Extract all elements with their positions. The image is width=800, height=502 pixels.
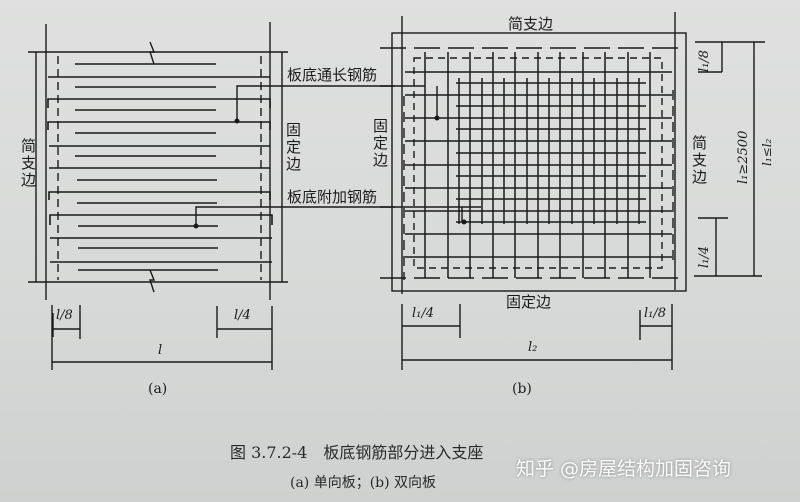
panel-b-right-edge-label: 简支边 <box>690 135 708 186</box>
panel-b-drawing <box>380 12 765 370</box>
panel-b-left-edge-label: 固定边 <box>371 118 389 169</box>
panel-b-dim-right: l₁/8 <box>644 306 667 321</box>
figure-caption: 图 3.7.2-4 板底钢筋部分进入支座 <box>230 443 484 462</box>
panel-b-dim-total: l₂ <box>528 340 538 355</box>
panel-b-bottom-edge-label: 固定边 <box>506 293 552 311</box>
callout-continuous-bottom-rebar: 板底通长钢筋 <box>287 66 378 84</box>
panel-a-dim-left: l/8 <box>56 308 73 323</box>
panel-a-left-edge-label: 简支边 <box>19 138 37 189</box>
panel-b-dim-bottom-right: l₁/4 <box>697 245 712 268</box>
figure-subcaption: (a) 单向板；(b) 双向板 <box>290 475 437 491</box>
panel-b-dim-top-right: l₁/8 <box>697 49 712 72</box>
panel-a-dim-right: l/4 <box>234 308 251 323</box>
panel-b-label: (b) <box>512 381 532 397</box>
panel-a-label: (a) <box>148 381 168 397</box>
panel-a-right-edge-label: 固定边 <box>284 122 302 173</box>
panel-a-dim-total: l <box>158 343 163 358</box>
panel-b-dim-condition-1: l₁≥2500 <box>736 130 751 184</box>
panel-b-dim-condition-2: l₁≤l₂ <box>760 138 774 166</box>
watermark: 知乎 @房屋结构加固咨询 <box>516 458 732 480</box>
panel-b-dim-left: l₁/4 <box>412 306 435 321</box>
callout-additional-bottom-rebar: 板底附加钢筋 <box>287 188 378 206</box>
panel-b-top-edge-label: 简支边 <box>508 15 554 33</box>
panel-a-drawing <box>28 22 395 370</box>
